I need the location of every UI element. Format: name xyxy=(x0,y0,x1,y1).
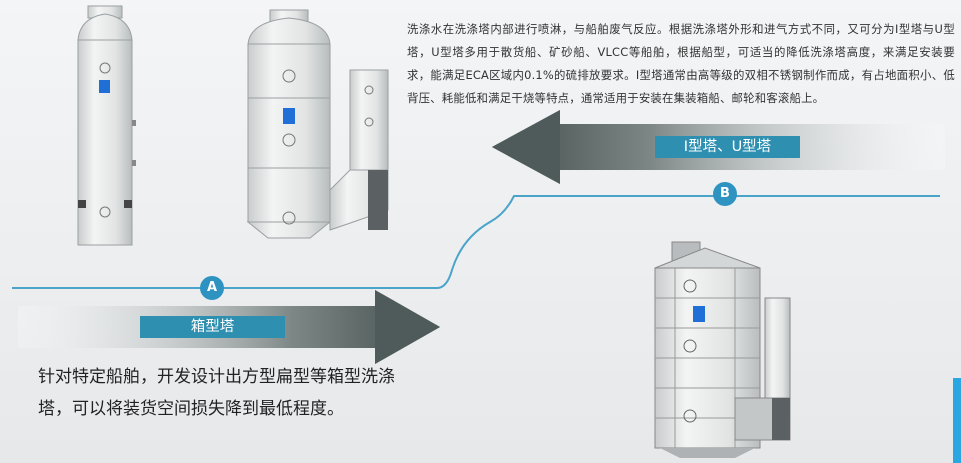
marker-a: A xyxy=(200,276,224,300)
marker-b: B xyxy=(713,182,737,206)
box-type-description: 针对特定船舶，开发设计出方型扁型等箱型洗涤塔，可以将装货空间损失降到最低程度。 xyxy=(38,367,395,419)
description-text: 洗涤水在洗涤塔内部进行喷淋，与船舶废气反应。根据洗涤塔外形和进气方式不同，又可分… xyxy=(407,22,955,105)
box-type-label: 箱型塔 xyxy=(140,316,285,338)
side-accent-bar xyxy=(953,378,961,463)
i-u-type-label: I型塔、U型塔 xyxy=(655,136,800,158)
